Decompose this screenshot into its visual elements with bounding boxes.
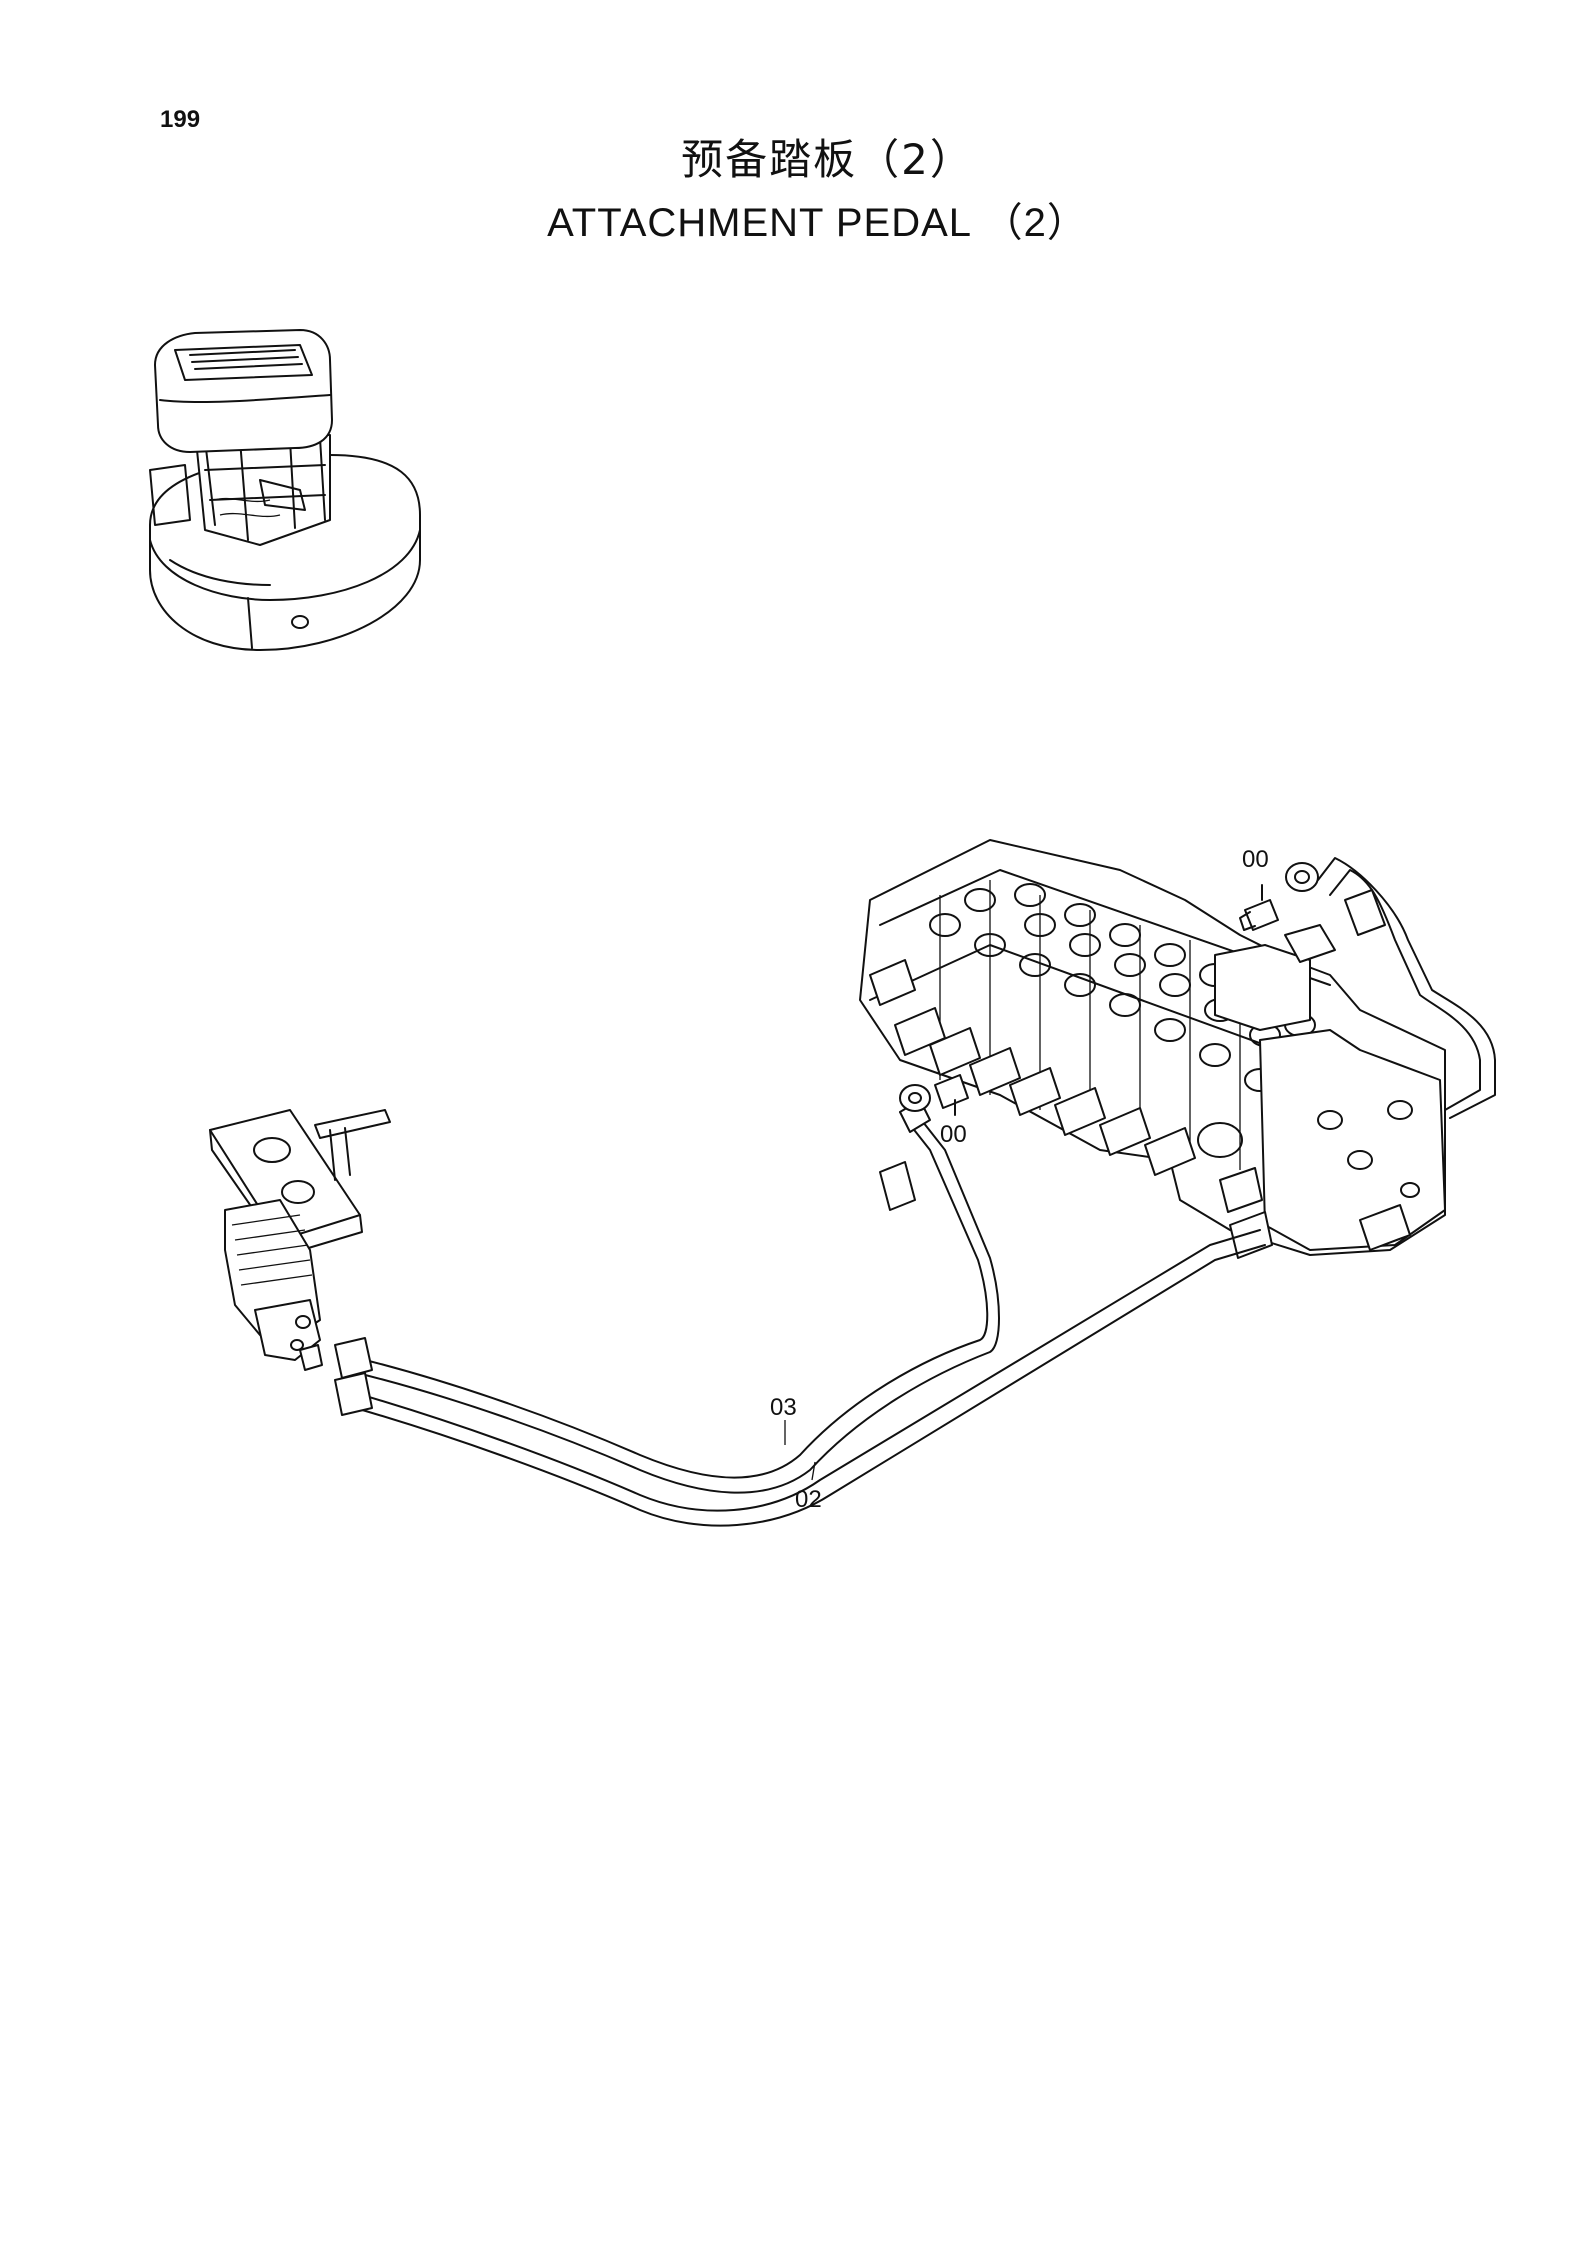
fitting-top [1239,884,1279,931]
title-chinese: 预备踏板（2） [681,135,974,184]
callout-fitting-left: 00 [940,1121,967,1148]
control-valve-icon [859,839,1446,1259]
hose-02 [334,857,1496,1527]
hose-03 [334,1099,1000,1494]
page-number: 199 [160,106,201,133]
excavator-cab-locator-icon [149,329,421,651]
fitting-left [899,1074,969,1116]
leader-02 [811,1461,816,1481]
callout-hose-03: 03 [770,1394,797,1421]
callout-hose-02: 02 [795,1486,822,1513]
callout-fitting-top: 00 [1242,846,1269,873]
title-english: ATTACHMENT PEDAL （2） [547,201,1088,245]
attachment-pedal-icon [209,1109,391,1371]
